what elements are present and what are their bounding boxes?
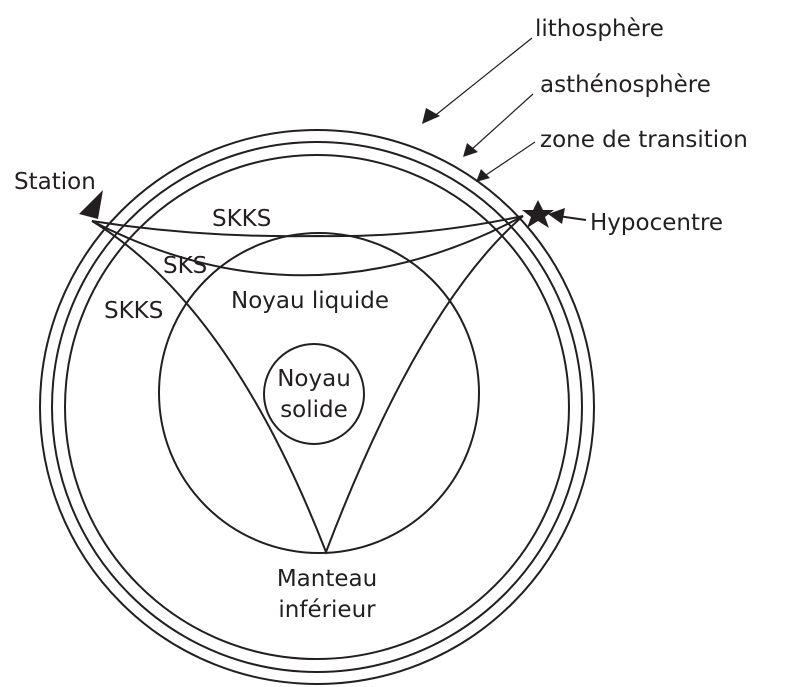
lithosphere-leader-arrowhead	[422, 108, 440, 124]
skks-deep-ray-path	[91, 215, 524, 555]
hypocentre-label: Hypocentre	[590, 210, 723, 236]
hypocentre-star	[522, 200, 554, 228]
outer-core-circle	[158, 232, 480, 554]
inner-core-circle	[263, 343, 365, 445]
lower-mantle-label-line1: Manteau	[277, 566, 377, 592]
transition-zone-label: zone de transition	[540, 127, 748, 153]
hypocentre-pointer-arrowhead	[548, 208, 565, 224]
station-label: Station	[14, 169, 96, 195]
station-marker	[79, 190, 103, 219]
transition-zone-leader-line	[482, 141, 536, 178]
transition-zone-boundary-circle	[64, 154, 570, 660]
asthenosphere-label: asthénosphère	[540, 72, 711, 98]
asthenosphere-leader-line	[470, 93, 534, 151]
transition-zone-leader-arrowhead	[476, 169, 490, 182]
asthenosphere-boundary-circle	[51, 141, 583, 673]
lithosphere-leader-line	[431, 37, 533, 119]
sks-ray-path	[91, 215, 524, 277]
skks-lower-label: SKKS	[104, 298, 163, 324]
liquid-core-label: Noyau liquide	[231, 288, 389, 314]
solid-core-label-line1: Noyau	[277, 366, 351, 392]
asthenosphere-leader-arrowhead	[463, 143, 478, 157]
earth-surface-circle	[39, 129, 595, 685]
lithosphere-label: lithosphère	[535, 16, 664, 42]
solid-core-label-line2: solide	[280, 397, 348, 423]
skks-upper-label: SKKS	[212, 206, 271, 232]
skks-upper-ray-path	[91, 215, 524, 238]
lower-mantle-label-line2: inférieur	[278, 597, 376, 623]
sks-label: SKS	[163, 253, 207, 279]
